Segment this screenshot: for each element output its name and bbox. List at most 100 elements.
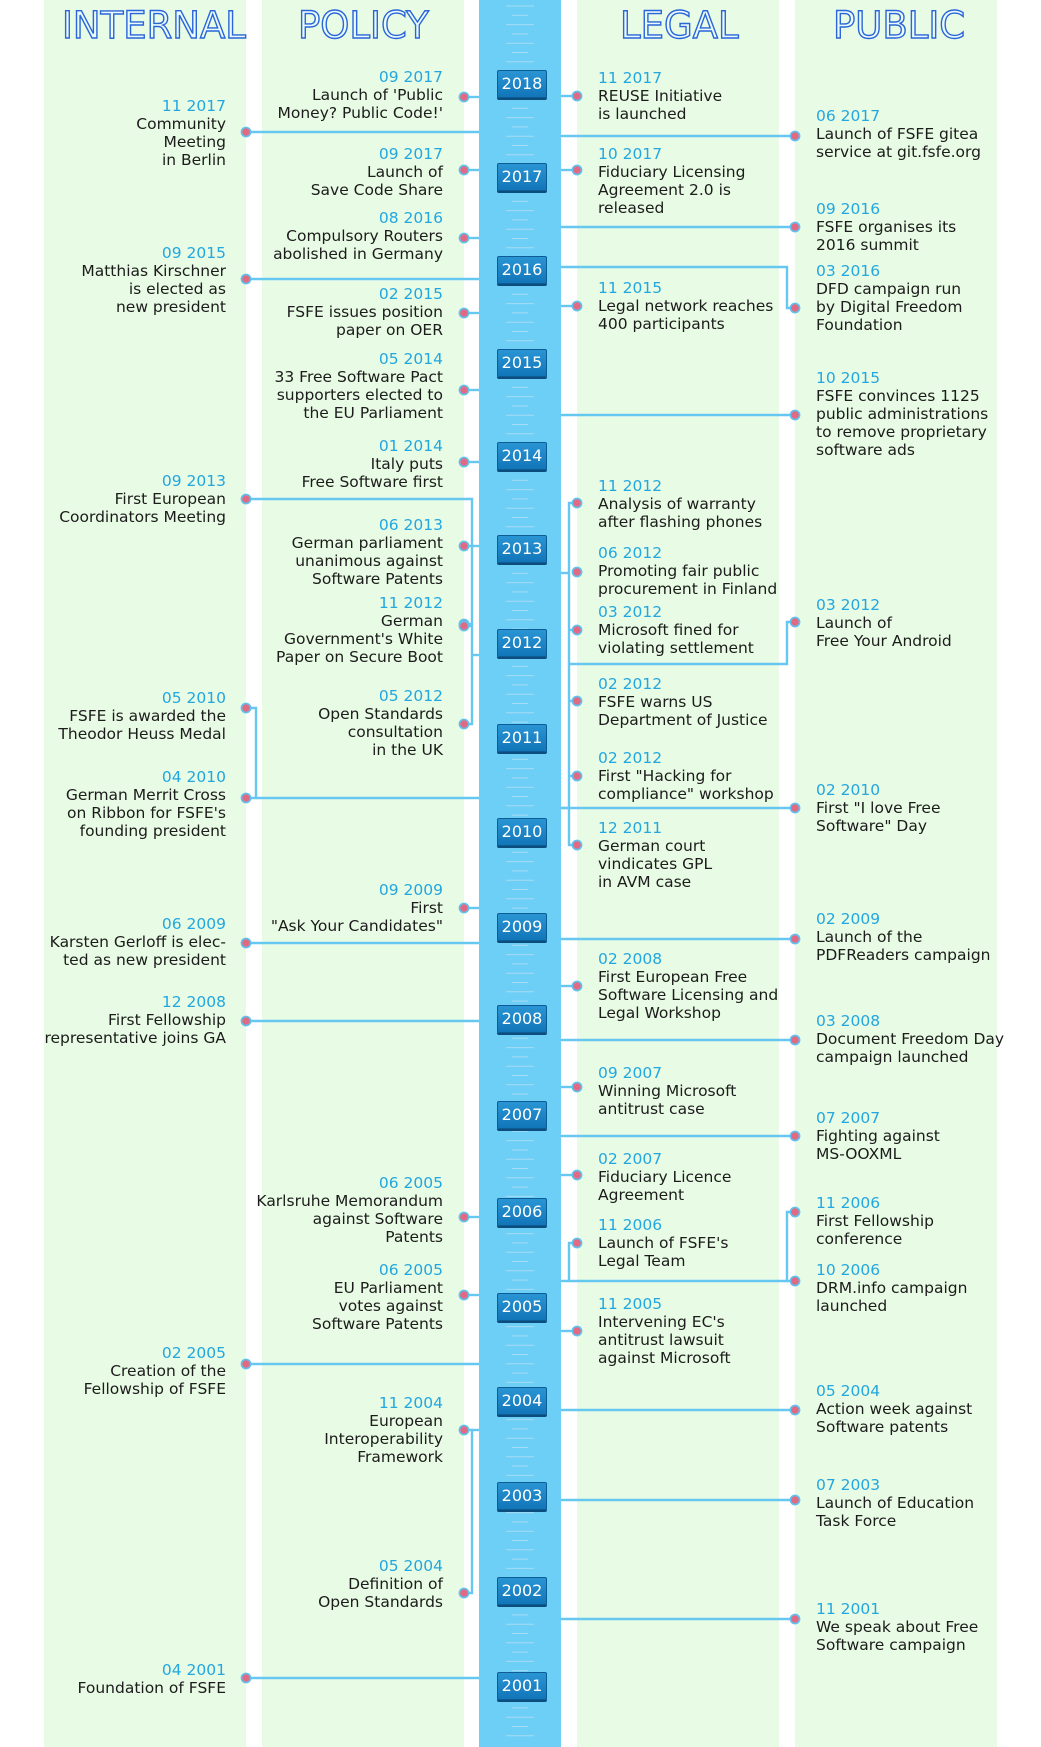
event-date: 11 2001: [816, 1600, 881, 1618]
year-box-2009: 2009: [497, 913, 547, 941]
event-date: 07 2007: [816, 1109, 881, 1127]
year-box-2017: 2017: [497, 163, 547, 191]
event-date: 09 2007: [598, 1064, 663, 1082]
event-date: 02 2015: [378, 285, 443, 303]
event-date: 08 2016: [378, 209, 443, 227]
year-box-2004: 2004: [497, 1387, 547, 1415]
event-text: Matthias Kirschner is elected as new pre…: [81, 262, 226, 316]
event-text: Creation of the Fellowship of FSFE: [83, 1362, 226, 1398]
event-dot: [571, 497, 583, 509]
public-title: PUBLIC: [832, 3, 966, 47]
event-text: We speak about Free Software campaign: [816, 1618, 979, 1654]
event-dot: [571, 624, 583, 636]
event-date: 02 2012: [598, 675, 663, 693]
event-dot: [458, 1211, 470, 1223]
event-date: 09 2013: [161, 472, 226, 490]
event-dot: [571, 1169, 583, 1181]
connector-line: [246, 497, 474, 546]
event-date: 11 2006: [816, 1194, 881, 1212]
event-text: DFD campaign run by Digital Freedom Foun…: [816, 280, 963, 334]
event-text: First "I love Free Software" Day: [816, 799, 941, 835]
event-date: 02 2010: [816, 781, 881, 799]
event-date: 12 2011: [598, 819, 663, 837]
event-date: 06 2012: [598, 544, 663, 562]
event-text: Launch of FSFE's Legal Team: [598, 1234, 729, 1270]
event-date: 05 2014: [378, 350, 443, 368]
event-date: 02 2009: [816, 910, 881, 928]
internal-column: [44, 0, 246, 1747]
event-dot: [571, 695, 583, 707]
connector-line: [464, 624, 474, 726]
event-text: Promoting fair public procurement in Fin…: [598, 562, 778, 598]
event-text: Compulsory Routers abolished in Germany: [273, 227, 443, 263]
event-date: 09 2017: [378, 68, 443, 86]
event-dot: [458, 91, 470, 103]
event-date: 02 2008: [598, 950, 663, 968]
event-text: Definition of Open Standards: [318, 1575, 443, 1611]
event-date: 06 2017: [816, 107, 881, 125]
event-dot: [789, 1275, 801, 1287]
event-text: Winning Microsoft antitrust case: [598, 1082, 737, 1118]
event-dot: [789, 1206, 801, 1218]
year-box-2016: 2016: [497, 256, 547, 284]
public-column: [795, 0, 997, 1747]
event-date: 06 2005: [378, 1261, 443, 1279]
event-dot: [571, 164, 583, 176]
event-dot: [458, 1587, 470, 1599]
year-box-2002: 2002: [497, 1577, 547, 1605]
event-date: 04 2001: [161, 1661, 226, 1679]
event-dot: [458, 232, 470, 244]
event-text: Launch of 'Public Money? Public Code!': [277, 86, 444, 122]
internal-title: INTERNAL: [61, 3, 246, 47]
event-text: Intervening EC's antitrust lawsuit again…: [598, 1313, 731, 1367]
event-text: Community Meeting in Berlin: [136, 115, 226, 169]
year-box-2011: 2011: [497, 724, 547, 752]
event-text: Karsten Gerloff is elec- ted as new pres…: [49, 933, 226, 969]
event-text: Launch of the PDFReaders campaign: [816, 928, 991, 964]
event-text: Document Freedom Day campaign launched: [816, 1030, 1005, 1066]
event-date: 09 2015: [161, 244, 226, 262]
event-text: German Merrit Cross on Ribbon for FSFE's…: [65, 786, 226, 840]
event-dot: [789, 1404, 801, 1416]
event-text: German court vindicates GPL in AVM case: [598, 837, 713, 891]
year-box-2001: 2001: [497, 1672, 547, 1700]
event-dot: [789, 933, 801, 945]
year-box-2008: 2008: [497, 1005, 547, 1033]
event-date: 05 2004: [378, 1557, 443, 1575]
event-text: First European Free Software Licensing a…: [598, 968, 779, 1022]
year-box-2006: 2006: [497, 1198, 547, 1226]
event-date: 09 2016: [816, 200, 881, 218]
event-date: 11 2017: [161, 97, 226, 115]
event-dot: [240, 493, 252, 505]
event-date: 11 2015: [598, 279, 663, 297]
event-dot: [458, 164, 470, 176]
event-dot: [789, 1613, 801, 1625]
event-dot: [789, 302, 801, 314]
event-dot: [458, 540, 470, 552]
